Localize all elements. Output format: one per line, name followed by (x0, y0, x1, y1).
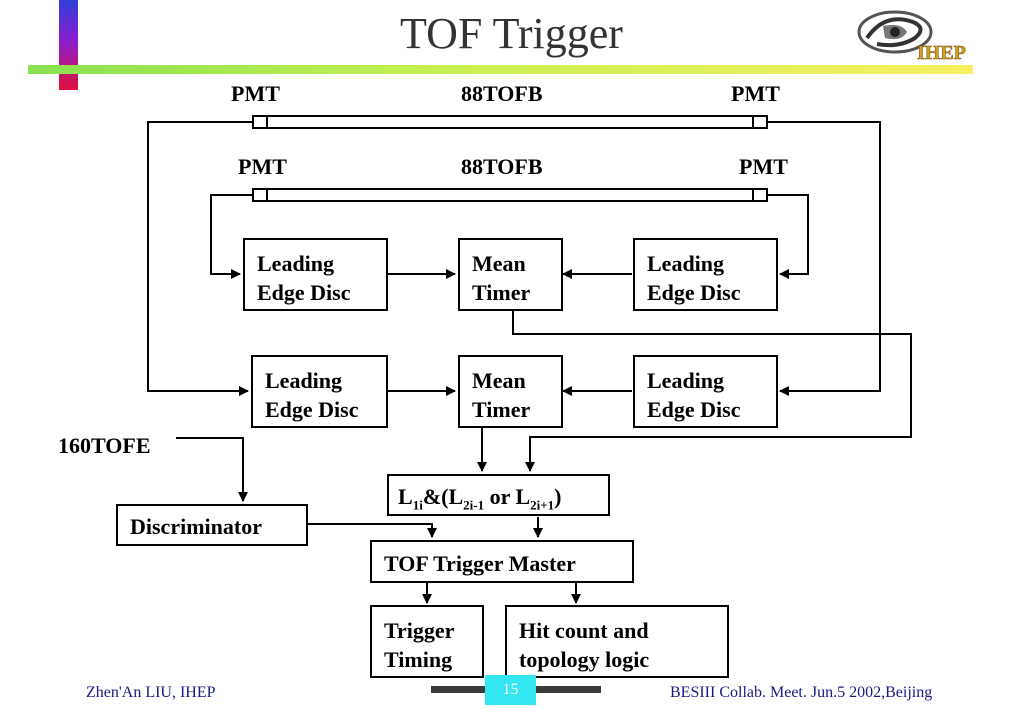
top-tube-label: 88TOFB (461, 81, 543, 106)
endcap-label: 160TOFE (58, 433, 151, 458)
top-scintillator-bar (266, 115, 754, 129)
second-scintillator-bar (266, 188, 754, 202)
decor-horizontal-bar (28, 65, 973, 74)
second-pmt-right-label: PMT (739, 154, 788, 179)
wire-second-left-pmt (210, 194, 252, 279)
top-pmt-right (752, 115, 768, 129)
wire-top-right-pmt (768, 121, 881, 396)
second-pmt-right (752, 188, 768, 202)
discriminator-box: Discriminator (116, 504, 308, 546)
ihep-galaxy-icon (857, 10, 933, 54)
wire-second-right-pmt (768, 194, 809, 279)
coincidence-logic-box: L1i&(L2i-1 or L2i+1) (387, 474, 610, 516)
second-pmt-left-label: PMT (238, 154, 287, 179)
top-pmt-left (252, 115, 268, 129)
top-pmt-right-label: PMT (731, 81, 780, 106)
wire-row1-mean-to-logic (512, 311, 912, 472)
wire-tofe-to-disc (176, 437, 248, 502)
page-number: 15 (485, 675, 536, 705)
svg-text:IHEP: IHEP (917, 42, 966, 64)
top-pmt-left-label: PMT (231, 81, 280, 106)
wire-top-left-pmt (147, 121, 252, 396)
footer-author: Zhen'An LIU, IHEP (86, 684, 216, 701)
footer-event: BESIII Collab. Meet. Jun.5 2002,Beijing (670, 684, 933, 701)
second-pmt-left (252, 188, 268, 202)
ihep-logo: IHEP (857, 10, 966, 64)
slide-title: TOF Trigger (400, 9, 623, 58)
tof-trigger-master-box: TOF Trigger Master (370, 540, 634, 583)
second-tube-label: 88TOFB (461, 154, 543, 179)
wire-disc-to-master (308, 523, 437, 538)
